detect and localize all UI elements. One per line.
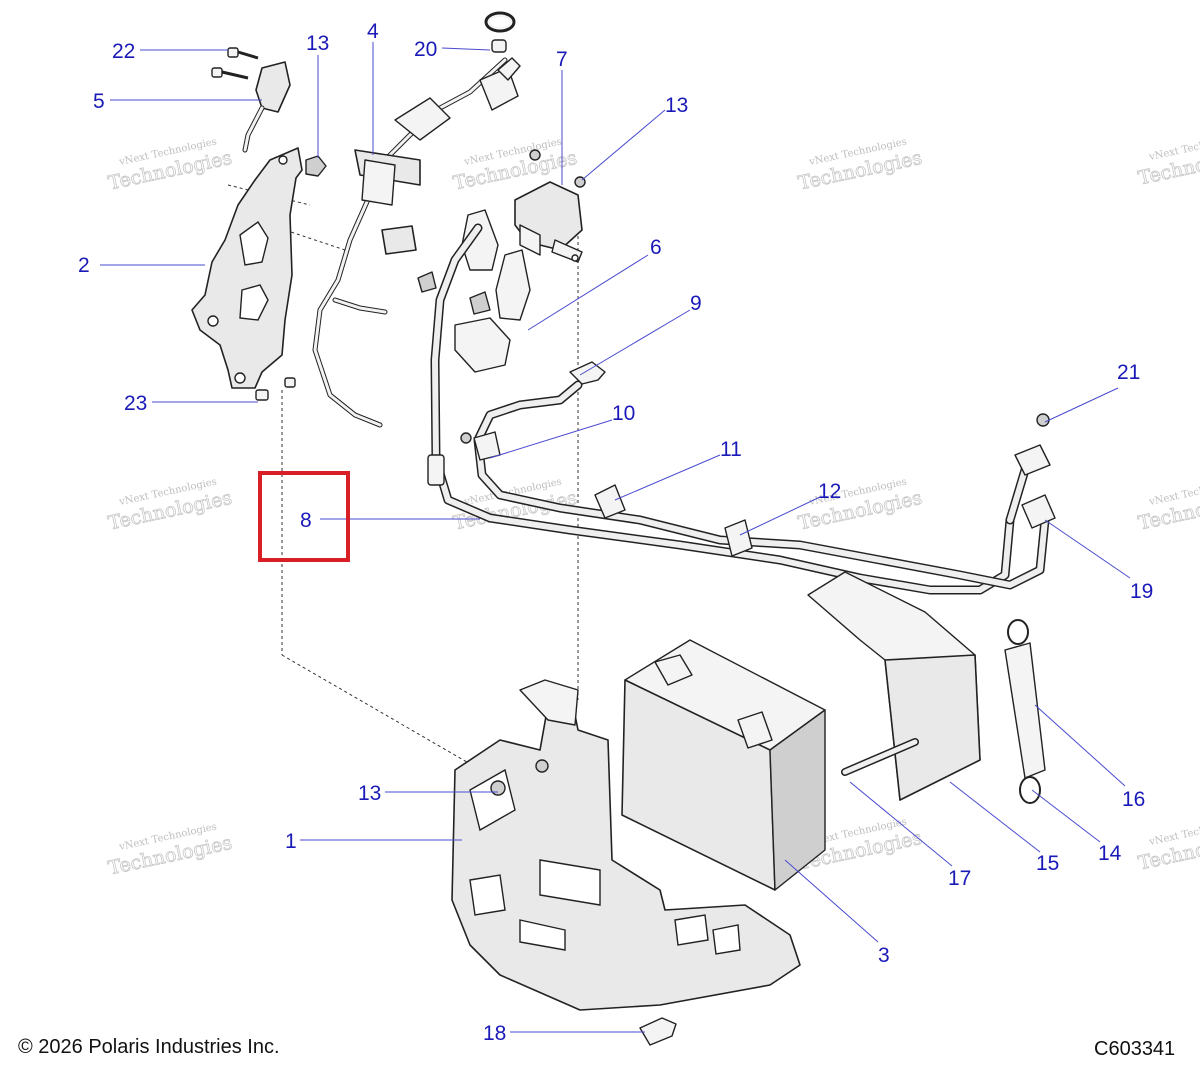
- highlight-box: [258, 471, 350, 562]
- callout-10: 10: [612, 402, 635, 425]
- callout-12: 12: [818, 480, 841, 503]
- battery-tray-part-1: [451, 679, 801, 1011]
- watermark: vNext Technologies Technologies: [796, 137, 924, 195]
- callout-22: 22: [112, 40, 135, 63]
- callout-17: 17: [948, 867, 971, 890]
- clip-part-10: [460, 431, 501, 461]
- hook-part-14: [1019, 776, 1041, 804]
- ring-part-20: [484, 11, 516, 53]
- diagram-code: C603341: [1094, 1038, 1176, 1060]
- clip-part-12: [724, 519, 753, 557]
- rod-part-17: [841, 738, 919, 776]
- watermark: vNext Technologies Technologies: [1136, 132, 1200, 190]
- relay-part-7: [514, 149, 586, 263]
- watermark: vNext Technologies Technologies: [106, 477, 234, 535]
- watermark: vNext Technologies Technologies: [106, 137, 234, 195]
- callout-9: 9: [690, 292, 702, 315]
- callout-numbers: 22 13 4 20 7 5 13 6 2 9 21 23 10 11 12 8…: [78, 20, 1153, 1045]
- callout-4: 4: [367, 20, 379, 43]
- callout-15: 15: [1036, 852, 1059, 875]
- nut-part-13: [305, 155, 327, 177]
- terminal-part-21: [1014, 413, 1051, 476]
- callout-8: 8: [300, 509, 312, 532]
- callout-6: 6: [650, 236, 662, 259]
- boots-part-6: [417, 209, 531, 373]
- callout-20: 20: [414, 38, 437, 61]
- clip-part-11: [594, 484, 626, 519]
- cover-part-15: [807, 571, 981, 801]
- watermark: vNext Technologies Technologies: [451, 137, 579, 195]
- callout-11: 11: [720, 438, 742, 461]
- callout-19: 19: [1130, 580, 1153, 603]
- callout-1: 1: [285, 830, 297, 853]
- bracket-part-2: [191, 147, 303, 389]
- battery-part-3: [621, 639, 826, 891]
- callout-13: 13: [306, 32, 329, 55]
- clip-part-9: [569, 361, 606, 385]
- callout-23: 23: [124, 392, 147, 415]
- callout-18: 18: [483, 1022, 506, 1045]
- screw-part-22: [211, 47, 259, 80]
- bolt-part-18: [639, 1017, 677, 1046]
- callout-21: 21: [1117, 361, 1140, 384]
- callout-14: 14: [1098, 842, 1122, 865]
- callout-3: 3: [878, 944, 890, 967]
- callout-13: 13: [358, 782, 381, 805]
- callout-2: 2: [78, 254, 90, 277]
- harness-part-4: [312, 57, 521, 428]
- watermark: vNext Technologies Technologies: [106, 822, 234, 880]
- clip-part-5: [242, 61, 291, 153]
- watermark: vNext Technologies Technologies: [796, 477, 924, 535]
- leader-lines: [100, 42, 1131, 1033]
- screw-part-23: [255, 377, 296, 401]
- callout-16: 16: [1122, 788, 1145, 811]
- copyright-text: © 2026 Polaris Industries Inc.: [18, 1036, 280, 1058]
- terminal-part-19: [1021, 494, 1056, 529]
- callout-5: 5: [93, 90, 105, 113]
- callout-13: 13: [665, 94, 688, 117]
- callout-7: 7: [556, 48, 568, 71]
- watermark: vNext Technologies Technologies: [1136, 477, 1200, 535]
- strap-part-16: [1004, 619, 1046, 779]
- watermark: vNext Technologies Technologies: [1136, 817, 1200, 875]
